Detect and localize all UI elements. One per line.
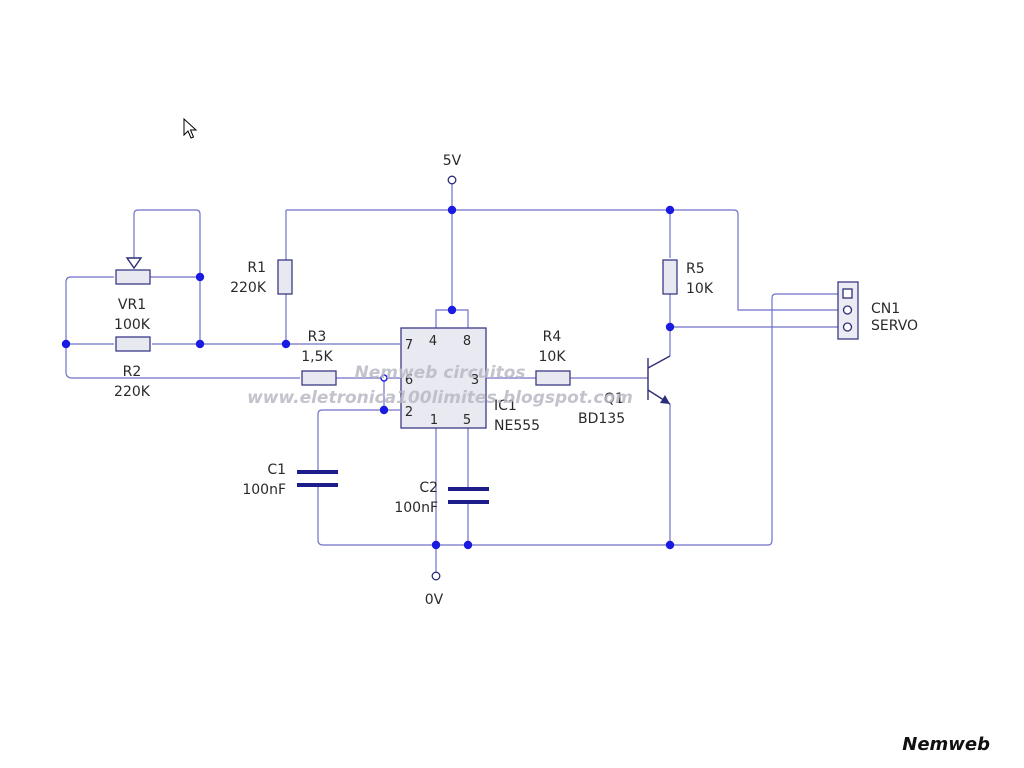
vr1-ref: VR1	[118, 297, 146, 313]
vcc-terminal: 5V	[443, 153, 462, 185]
junction	[379, 405, 389, 415]
junction	[665, 205, 675, 215]
c1-ref: C1	[267, 462, 286, 478]
resistor-r4: R4 10K	[535, 329, 571, 386]
c1-value: 100nF	[242, 482, 286, 498]
mouse-pointer-icon	[183, 117, 198, 139]
r5-ref: R5	[686, 261, 705, 277]
r2-ref: R2	[123, 364, 142, 380]
ic1-pin-8: 8	[463, 334, 471, 349]
vr1-value: 100K	[114, 317, 151, 333]
c2-value: 100nF	[394, 500, 438, 516]
c2-ref: C2	[419, 480, 438, 496]
r3-ref: R3	[308, 329, 327, 345]
cn1-value: SERVO	[871, 318, 918, 334]
junction	[61, 339, 71, 349]
capacitor-c2: C2 100nF	[394, 480, 489, 516]
transistor-q1: Q1 BD135	[578, 355, 671, 427]
ic1-ne555: 4 8 7 6 3 2 1 5 IC1 NE555	[400, 327, 540, 434]
ic1-pin-7: 7	[405, 338, 413, 353]
ic1-pin-4: 4	[429, 334, 437, 349]
potentiometer-vr1: VR1 100K	[114, 257, 151, 333]
junction	[195, 339, 205, 349]
signature: Nemweb	[902, 734, 990, 755]
junction	[665, 322, 675, 332]
capacitor-c1: C1 100nF	[242, 462, 338, 498]
gnd-label: 0V	[425, 592, 444, 608]
r4-value: 10K	[539, 349, 567, 365]
ic1-value: NE555	[494, 418, 540, 434]
watermark: Nemweb circuitos www.eletronica100limite…	[247, 363, 633, 408]
connector-cn1: CN1 SERVO	[837, 281, 918, 340]
resistor-r2: R2 220K	[114, 336, 151, 400]
r3-value: 1,5K	[301, 349, 333, 365]
ic1-pin-1: 1	[430, 413, 438, 428]
r1-ref: R1	[247, 260, 266, 276]
crossover-dot	[380, 374, 388, 382]
junction	[665, 540, 675, 550]
junction	[431, 540, 441, 550]
emitter-arrow	[660, 395, 670, 404]
watermark-line-1: Nemweb circuitos	[354, 363, 525, 383]
ic1-pin-3: 3	[471, 373, 479, 388]
junction	[281, 339, 291, 349]
r1-value: 220K	[230, 280, 267, 296]
r4-ref: R4	[543, 329, 562, 345]
ic1-pin-6: 6	[405, 373, 413, 388]
cn1-pin-3	[842, 322, 853, 332]
junction	[195, 272, 205, 282]
junction	[447, 205, 457, 215]
cn1-pin-2	[842, 305, 853, 315]
cn1-pin-1	[842, 288, 853, 299]
wires	[65, 184, 847, 572]
junction	[447, 305, 457, 315]
ic1-pin-5: 5	[463, 413, 471, 428]
resistor-r1: R1 220K	[230, 259, 293, 296]
r2-value: 220K	[114, 384, 151, 400]
gnd-terminal: 0V	[425, 571, 444, 608]
q1-ref: Q1	[604, 391, 624, 407]
r5-value: 10K	[686, 281, 714, 297]
watermark-line-2: www.eletronica100limites.blogspot.com	[247, 388, 633, 408]
resistor-r5: R5 10K	[662, 259, 714, 297]
q1-value: BD135	[578, 411, 625, 427]
ic1-pin-2: 2	[405, 405, 413, 420]
junctions	[61, 205, 675, 550]
vcc-label: 5V	[443, 153, 462, 169]
junction	[463, 540, 473, 550]
cn1-ref: CN1	[871, 301, 900, 317]
ic1-ref: IC1	[494, 398, 517, 414]
resistor-r3: R3 1,5K	[301, 329, 337, 386]
